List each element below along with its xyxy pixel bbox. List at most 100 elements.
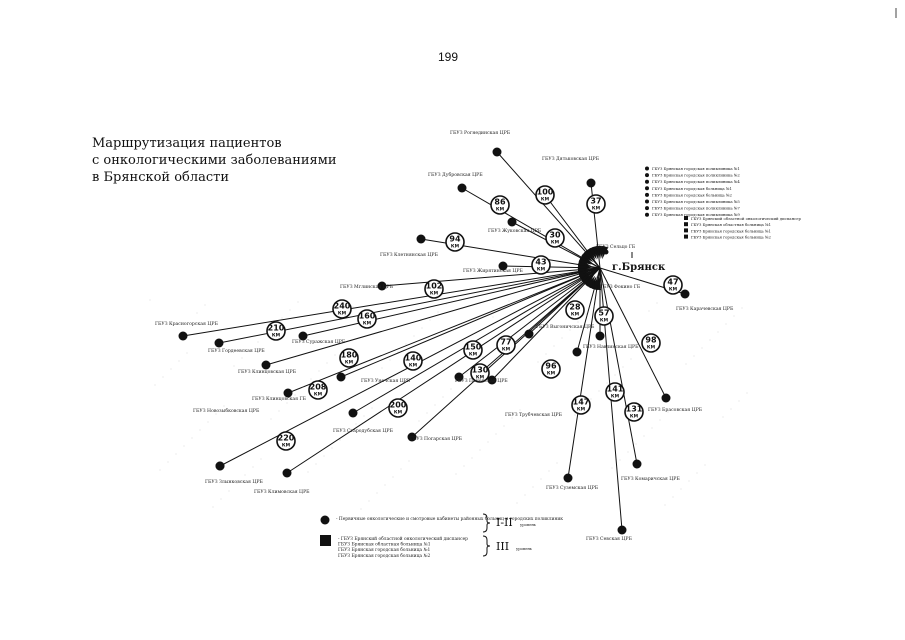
speckle: [265, 333, 267, 335]
speckle: [630, 358, 632, 360]
km-value: 180: [341, 351, 358, 360]
speckle: [191, 437, 193, 439]
km-value: 98: [645, 336, 657, 345]
speckle: [492, 316, 494, 318]
legend-square-marker: [684, 216, 688, 220]
district-label-komarichi: ГБУЗ Комаричская ЦРБ: [621, 476, 680, 482]
district-dot-krasnaya_gora: [178, 331, 188, 341]
route-line-klintsy: [265, 267, 601, 366]
km-bubble-rognedino_km: [535, 185, 555, 205]
speckle: [212, 506, 214, 508]
district-label-mglin: ГБУЗ Мглинская ЦРБ: [340, 284, 394, 290]
bottom-legend-square-text: ГБУЗ Брянская областная больница №1: [338, 542, 431, 548]
speckle: [426, 412, 428, 414]
km-value: 94: [449, 235, 461, 244]
km-circle: [565, 300, 585, 320]
speckle: [355, 423, 357, 425]
district-label-zhiryatino: ГБУЗ Жирятинская ЦРБ: [463, 268, 523, 274]
bottom-legend-circle-text: - Первичные онкологические и смотровые к…: [336, 517, 563, 522]
legend-circle-item: ГБУЗ Брянская городская поликлиника №9: [652, 212, 740, 217]
diagram-title: Маршрутизация пациентов с онкологическим…: [92, 135, 337, 186]
speckle: [614, 374, 616, 376]
speckle: [159, 469, 161, 471]
speckle: [577, 321, 579, 323]
district-dot-zhiryatino: [498, 261, 508, 271]
km-circle: [541, 359, 561, 379]
km-unit: КМ: [551, 240, 560, 246]
district-label-novozybkov: ГБУЗ Новозыбковская ЦРБ: [193, 407, 260, 414]
speckle: [704, 464, 706, 466]
speckle: [241, 357, 243, 359]
speckle: [307, 471, 309, 473]
route-lines: [182, 151, 686, 531]
km-unit: КМ: [547, 371, 556, 377]
speckle: [540, 478, 542, 480]
speckle: [371, 407, 373, 409]
km-bubble-krasnaya_gora: [332, 299, 352, 319]
legend-circle-item: ГБУЗ Брянская городская поликлиника №4: [652, 179, 740, 184]
km-bubble-novozybkov: [276, 431, 296, 451]
speckle: [611, 467, 613, 469]
km-value: 200: [390, 401, 407, 410]
speckle: [204, 304, 206, 306]
speckle: [278, 410, 280, 412]
km-circle: [276, 431, 296, 451]
km-value: 147: [573, 398, 590, 407]
km-circle: [463, 340, 483, 360]
speckle: [545, 353, 547, 355]
km-circle: [531, 255, 551, 275]
km-circle: [403, 351, 423, 371]
speckle: [186, 352, 188, 354]
speckle: [273, 325, 275, 327]
speckle: [418, 420, 420, 422]
km-unit: КМ: [592, 206, 601, 212]
district-label-rognedino: ГБУЗ Рогнединская ЦРБ: [450, 130, 511, 136]
km-unit: КМ: [571, 312, 580, 318]
km-bubble-klintsy_gb: [308, 380, 328, 400]
km-bubble-pogar: [463, 340, 483, 360]
km-bubble-gordeevka: [266, 321, 286, 341]
km-unit: КМ: [611, 394, 620, 400]
speckle: [582, 406, 584, 408]
speckle: [733, 315, 735, 317]
km-circle: [357, 309, 377, 329]
district-dot-zlynka: [215, 461, 225, 471]
level-1-word: уровень: [520, 522, 536, 527]
speckle: [656, 302, 658, 304]
district-label-dyatkovo: ГБУЗ Дятьковская ЦРБ: [542, 156, 600, 162]
district-label-kletnya: ГБУЗ Клетнянская ЦРБ: [380, 252, 438, 258]
speckle: [392, 476, 394, 478]
km-circle: [388, 398, 408, 418]
km-value: 160: [359, 312, 376, 321]
km-bubble-pochep2: [470, 363, 490, 383]
km-value: 47: [667, 278, 678, 287]
speckle: [384, 484, 386, 486]
page-number: 199: [438, 50, 459, 64]
speckle: [405, 343, 407, 345]
legend-square-item: ГБУЗ Брянская областная больница №1: [691, 222, 771, 227]
speckle: [511, 417, 513, 419]
km-unit: КМ: [409, 363, 418, 369]
speckle: [606, 382, 608, 384]
speckle: [408, 460, 410, 462]
district-label-bryansk_crb: ГБУЗ Брасовская ЦРБ: [648, 407, 703, 413]
km-unit: КМ: [469, 352, 478, 358]
district-dot-mglin: [377, 281, 387, 291]
legend-circle-marker: [645, 206, 649, 211]
speckle: [339, 439, 341, 441]
arrowhead: [581, 273, 594, 285]
km-bubble-starodub: [388, 398, 408, 418]
speckle: [429, 319, 431, 321]
km-circle: [496, 335, 516, 355]
speckle: [400, 468, 402, 470]
speckle: [619, 459, 621, 461]
km-value: 240: [334, 302, 351, 311]
seltso-dot: [603, 249, 609, 255]
km-value: 96: [545, 362, 557, 371]
km-circle: [445, 232, 465, 252]
speckle: [207, 421, 209, 423]
speckle: [228, 490, 230, 492]
km-value: 130: [472, 366, 489, 375]
km-value: 150: [465, 343, 482, 352]
speckle: [574, 414, 576, 416]
